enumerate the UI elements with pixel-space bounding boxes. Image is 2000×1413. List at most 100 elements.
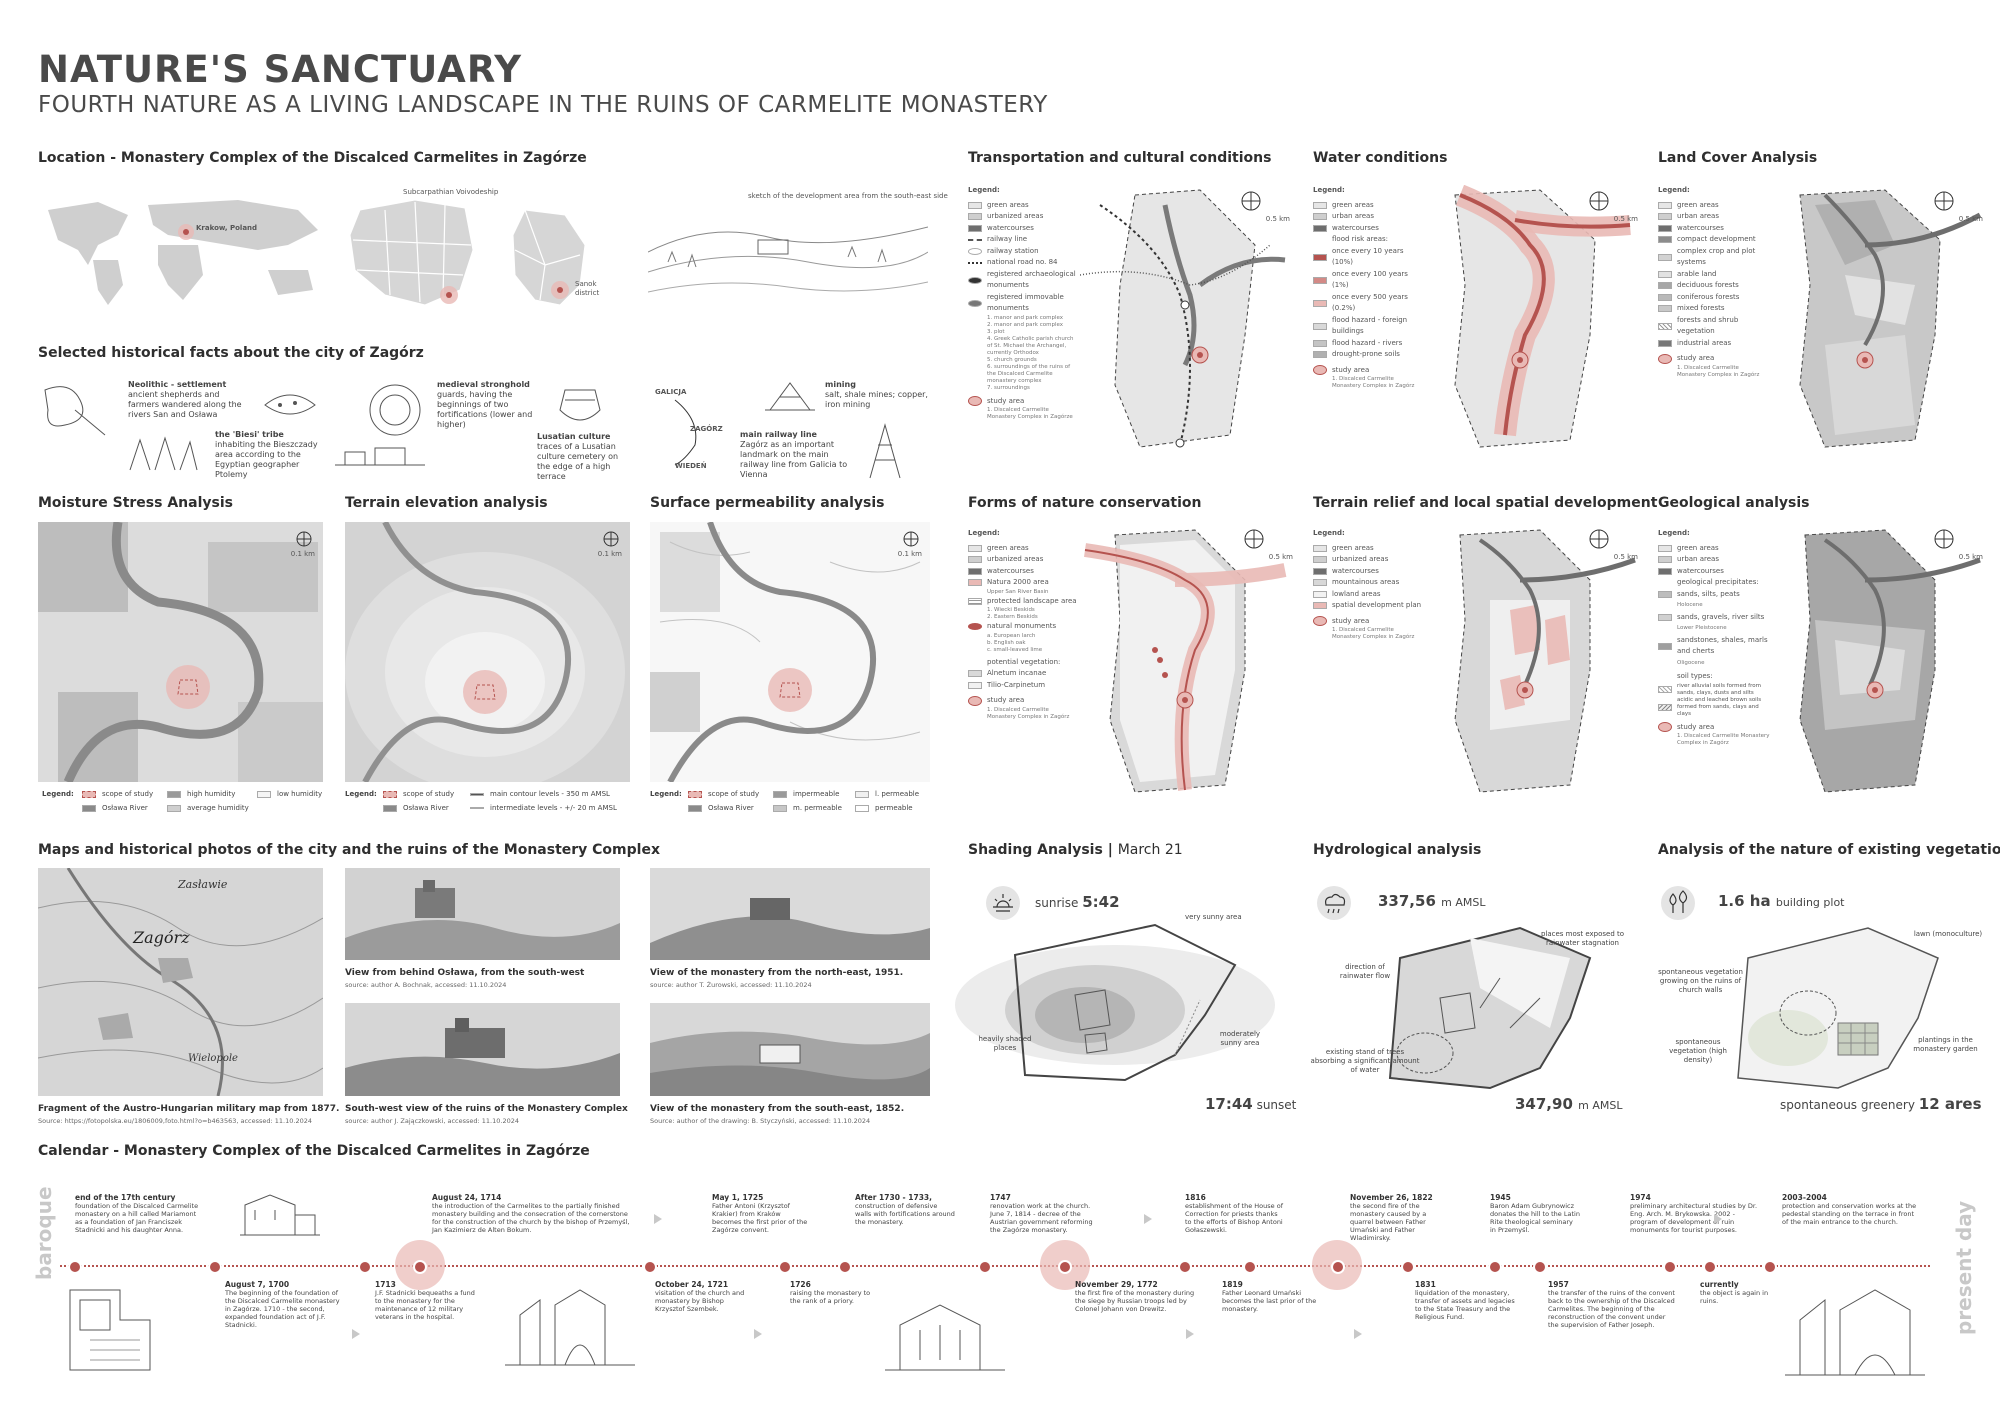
location-title: Location - Monastery Complex of the Disc… <box>38 150 587 166</box>
transport-map: 0.5 km <box>1079 185 1290 455</box>
geology-title: Geological analysis <box>1658 495 1810 511</box>
artifact-sketch <box>260 385 320 425</box>
photo-caption-3: South-west view of the ruins of the Mona… <box>345 1104 628 1114</box>
timeline-event: August 7, 1700 The beginning of the foun… <box>225 1280 340 1329</box>
map-word-2: Zagórz <box>133 928 190 947</box>
terrain-title: Terrain elevation analysis <box>345 495 548 511</box>
route-map-sketch: GALICJA ZAGÓRZ WIEDEŃ <box>655 380 745 475</box>
fact-5: mining salt, shale mines; copper, iron m… <box>825 380 928 409</box>
hydro-bottom-value: 347,90 m AMSL <box>1515 1095 1623 1113</box>
photo-caption-5: View of the monastery from the south-eas… <box>650 1104 905 1114</box>
timeline-event: After 1730 - 1733, construction of defen… <box>855 1193 955 1226</box>
photo-source-3: source: author J. Zajączkowski, accessed… <box>345 1117 520 1125</box>
timeline-event: 1726 raising the monastery to the rank o… <box>790 1280 871 1305</box>
landcover-map: 0.5 km <box>1765 185 1985 455</box>
north-arrow-icon <box>1933 528 1955 554</box>
moisture-scale: 0.1 km <box>290 550 315 558</box>
water-map: 0.5 km <box>1420 184 1640 455</box>
photo-ruins-southwest <box>345 1003 620 1096</box>
voivodeship-map: Sanok district <box>505 205 599 315</box>
fact-6: main railway line Zagórz as an important… <box>740 430 848 479</box>
mine-tower-sketch <box>860 420 915 480</box>
photo-caption-2: View from behind Osława, from the south-… <box>345 968 585 978</box>
moisture-map: 0.1 km <box>38 522 323 782</box>
pot-sketch <box>555 385 605 430</box>
photo-northeast <box>650 868 930 960</box>
legend-heading: Legend: <box>650 790 682 798</box>
vegetation-title: Analysis of the nature of existing veget… <box>1658 842 2000 858</box>
map-word-3: Wielopole <box>188 1053 238 1064</box>
north-arrow-icon <box>602 530 620 548</box>
timeline-event: October 24, 1721 visitation of the churc… <box>655 1280 745 1313</box>
terrain-scale: 0.1 km <box>597 550 622 558</box>
district-label: Sanok district <box>575 280 600 297</box>
legend-heading: Legend: <box>345 790 377 798</box>
page-subtitle: FOURTH NATURE AS A LIVING LANDSCAPE IN T… <box>38 92 1048 118</box>
photo-southwest <box>345 868 620 960</box>
transport-scale: 0.5 km <box>1265 215 1290 223</box>
timeline-event: 1957 the transfer of the ruins of the co… <box>1548 1280 1675 1329</box>
timeline-event: 1974 preliminary architectural studies b… <box>1630 1193 1758 1234</box>
fact-2: the 'Biesi' tribe inhabiting the Bieszcz… <box>215 430 318 479</box>
geology-map: 0.5 km <box>1765 520 1985 800</box>
surface-title: Surface permeability analysis <box>650 495 885 511</box>
legend-heading: Legend: <box>42 790 74 798</box>
ruins-sketch <box>500 1275 640 1370</box>
north-arrow-icon <box>1243 528 1265 554</box>
page-title: NATURE'S SANCTUARY <box>38 48 523 91</box>
sunrise: sunrise 5:42 <box>1035 893 1120 911</box>
relief-title: Terrain relief and local spatial develop… <box>1313 495 1658 511</box>
north-arrow-icon <box>295 530 313 548</box>
landcover-scale: 0.5 km <box>1958 215 1983 223</box>
shading-plan: very sunny area heavily shaded places mo… <box>955 905 1275 1105</box>
timeline-event: 1816 establishment of the House of Corre… <box>1185 1193 1283 1234</box>
timeline-markers <box>60 1259 1930 1274</box>
photo-source-2: source: author A. Bochnak, accessed: 11.… <box>345 981 507 989</box>
timeline-event: 1945 Baron Adam Gubrynowicz donates the … <box>1490 1193 1580 1234</box>
landcover-title: Land Cover Analysis <box>1658 150 1818 166</box>
hydro-plan: places most exposed to rainwater stagnat… <box>1310 918 1640 1098</box>
arrow-icon <box>1340 1325 1362 1344</box>
arrow-icon <box>740 1325 762 1344</box>
timeline-event: August 24, 1714 the introduction of the … <box>432 1193 630 1234</box>
relief-map: 0.5 km <box>1420 520 1640 800</box>
timeline-event: currently the object is again in ruins. <box>1700 1280 1769 1305</box>
plot-area: 1.6 ha building plot <box>1718 892 1845 910</box>
sketch-caption: sketch of the development area from the … <box>748 192 948 200</box>
conservation-scale: 0.5 km <box>1268 553 1293 561</box>
shading-note-2: heavily shaded places <box>978 1035 1032 1052</box>
arrow-icon <box>640 1210 662 1229</box>
timeline-event: 2003-2004 protection and conservation wo… <box>1782 1193 1917 1226</box>
krakow-label: Krakow, Poland <box>196 224 258 232</box>
fact-1: Neolithic - settlement ancient shepherds… <box>128 380 242 419</box>
route-word-2: ZAGÓRZ <box>690 425 723 433</box>
water-title: Water conditions <box>1313 150 1448 166</box>
sunset: 17:44 sunset <box>1205 1095 1297 1113</box>
arrow-icon <box>338 1325 360 1344</box>
present-ruins-sketch <box>1780 1280 1930 1380</box>
moisture-title: Moisture Stress Analysis <box>38 495 233 511</box>
neolithic-sketch <box>40 380 110 440</box>
tribe-sketch <box>125 430 200 475</box>
conservation-title: Forms of nature conservation <box>968 495 1202 511</box>
north-arrow-icon <box>1240 190 1262 216</box>
arrow-icon <box>1700 1210 1722 1229</box>
surface-scale: 0.1 km <box>897 550 922 558</box>
castle-sketch <box>235 1180 325 1240</box>
relief-scale: 0.5 km <box>1613 553 1638 561</box>
transport-title: Transportation and cultural conditions <box>968 150 1272 166</box>
photos-title: Maps and historical photos of the city a… <box>38 842 660 858</box>
veg-note-4: plantings in the monastery garden <box>1913 1036 1978 1053</box>
timeline-event: 1747 renovation work at the church. June… <box>990 1193 1093 1234</box>
monastery-plan-sketch <box>60 1280 160 1380</box>
north-arrow-icon <box>1588 528 1610 554</box>
geology-legend: Legend: green areas urban areas watercou… <box>1658 529 1770 746</box>
photo-source-4: source: author T. Żurowski, accessed: 11… <box>650 981 812 989</box>
photo-caption-1: Fragment of the Austro-Hungarian militar… <box>38 1104 340 1114</box>
photo-southeast-drawing <box>650 1003 930 1096</box>
fortification-sketch <box>335 440 425 470</box>
calendar-title: Calendar - Monastery Complex of the Disc… <box>38 1143 590 1159</box>
mining-sketch <box>760 375 820 415</box>
timeline-event: November 26, 1822 the second fire of the… <box>1350 1193 1433 1242</box>
world-map: Krakow, Poland <box>38 190 338 310</box>
